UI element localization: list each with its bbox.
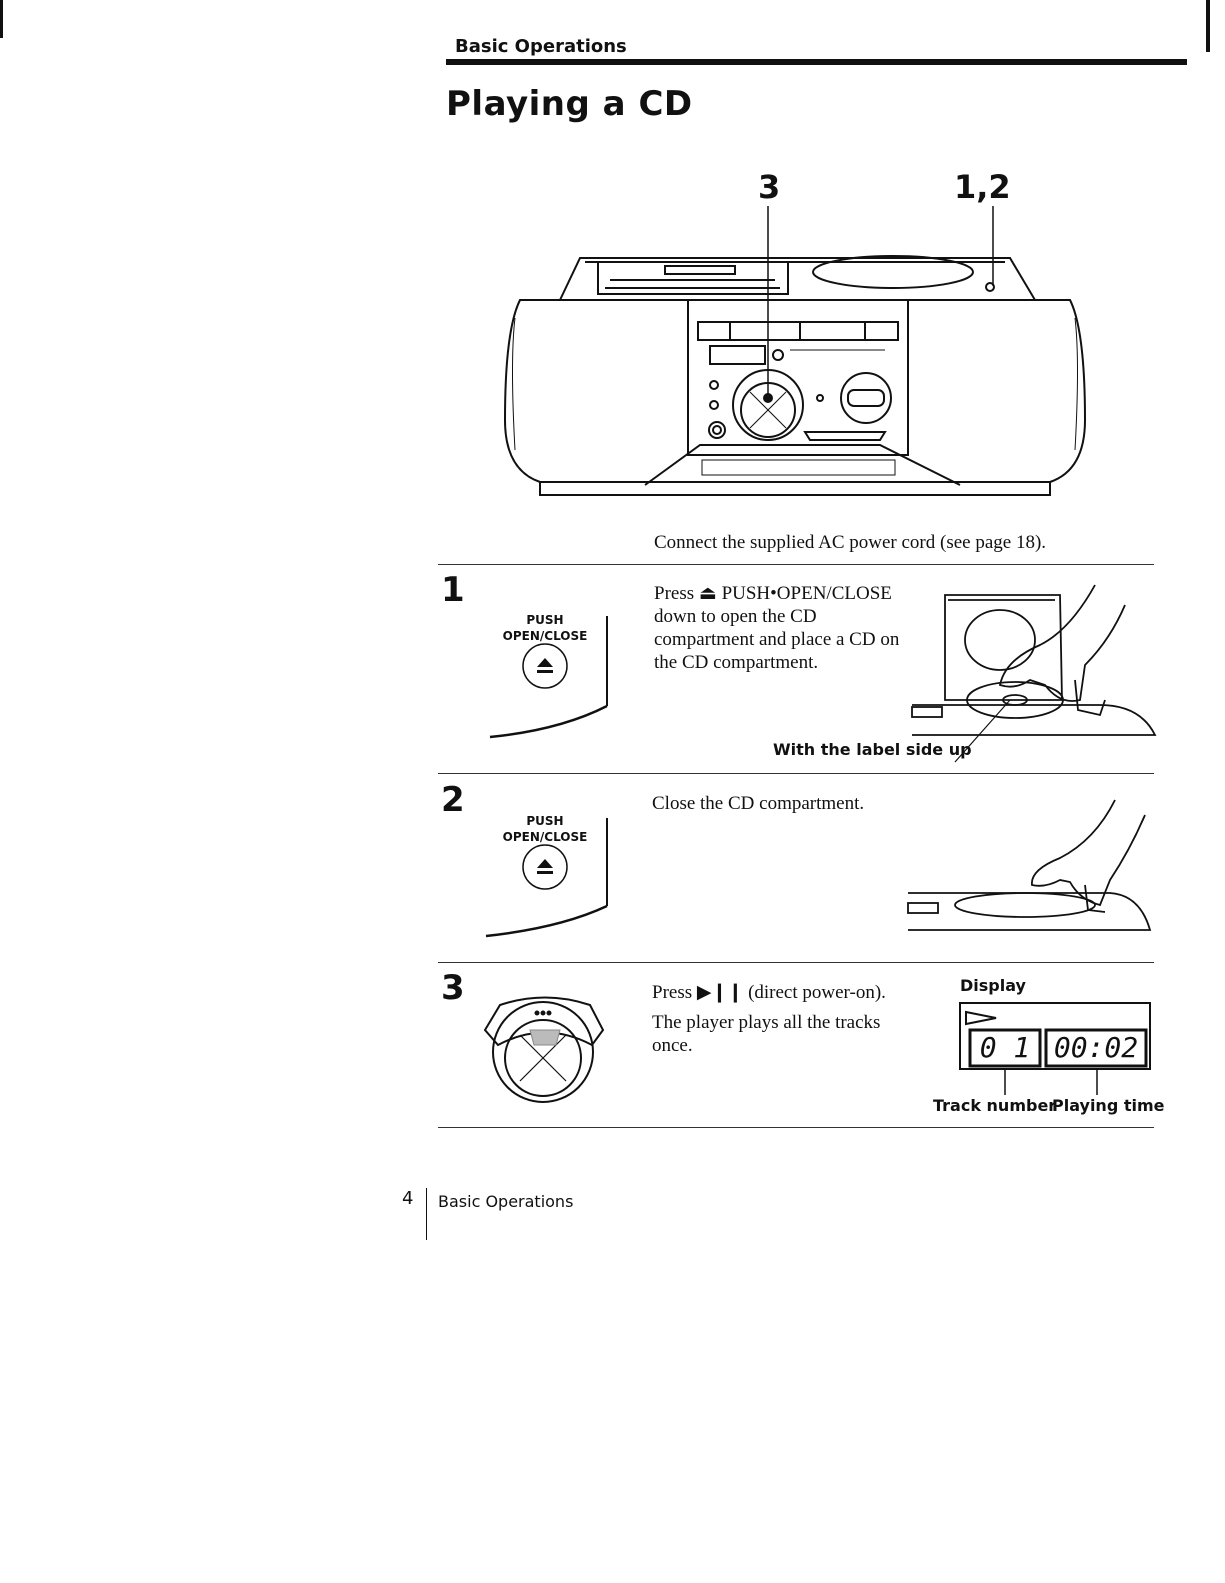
callout-step-3: 3	[758, 168, 781, 206]
callout-steps-1-2: 1,2	[954, 168, 1011, 206]
step-3-text-line-1: The player plays all the tracks	[652, 1012, 881, 1033]
footer-page-number: 4	[402, 1188, 414, 1209]
page-title: Playing a CD	[446, 84, 693, 124]
step-1-eject-button-illustration	[489, 616, 608, 739]
footer-divider	[426, 1188, 427, 1240]
playing-time-label: Playing time	[1052, 1096, 1165, 1115]
step-1-number: 1	[441, 570, 465, 610]
track-number-label: Track number	[933, 1096, 1057, 1115]
rule-top	[438, 564, 1154, 565]
lcd-track-number: 0 1	[979, 1031, 1031, 1064]
rule-bottom	[438, 1127, 1154, 1128]
step-3-text-press: Press ▶❙❙ (direct power-on).	[652, 982, 886, 1003]
step-2-eject-button-illustration	[485, 818, 608, 938]
header-rule	[446, 59, 1187, 65]
scan-edge-right	[1206, 0, 1210, 52]
step-2-close-lid-illustration	[907, 799, 1152, 931]
display-heading: Display	[960, 976, 1026, 995]
step-3-text-line-2: once.	[652, 1035, 693, 1056]
overview-caption: Connect the supplied AC power cord (see …	[654, 532, 1047, 553]
step-1-text-line-2: down to open the CD	[654, 606, 817, 627]
step-1-button-label-top: PUSH	[526, 613, 564, 627]
step-1-text-line-3: compartment and place a CD on	[654, 629, 900, 650]
lcd-display-illustration	[959, 1002, 1151, 1095]
step-1-text-line-4: the CD compartment.	[654, 652, 819, 673]
scan-edge-left	[0, 0, 3, 38]
step-1-place-cd-illustration	[911, 584, 1157, 763]
step-2-button-label-bottom: OPEN/CLOSE	[502, 830, 588, 844]
step-2-number: 2	[441, 780, 465, 820]
boombox-illustration	[503, 206, 1087, 496]
step-3-play-dial-illustration	[483, 996, 605, 1103]
step-1-text-line-1: Press ⏏ PUSH•OPEN/CLOSE	[654, 583, 892, 604]
step-2-button-label-top: PUSH	[526, 814, 564, 828]
step-1-note: With the label side up	[773, 740, 972, 759]
section-header: Basic Operations	[455, 36, 627, 57]
step-2-text: Close the CD compartment.	[652, 793, 865, 814]
step-3-number: 3	[441, 968, 465, 1008]
rule-step-2	[438, 962, 1154, 963]
step-1-button-label-bottom: OPEN/CLOSE	[502, 629, 588, 643]
rule-step-1	[438, 773, 1154, 774]
lcd-playing-time: 00:02	[1053, 1031, 1139, 1064]
footer-section: Basic Operations	[438, 1192, 574, 1211]
